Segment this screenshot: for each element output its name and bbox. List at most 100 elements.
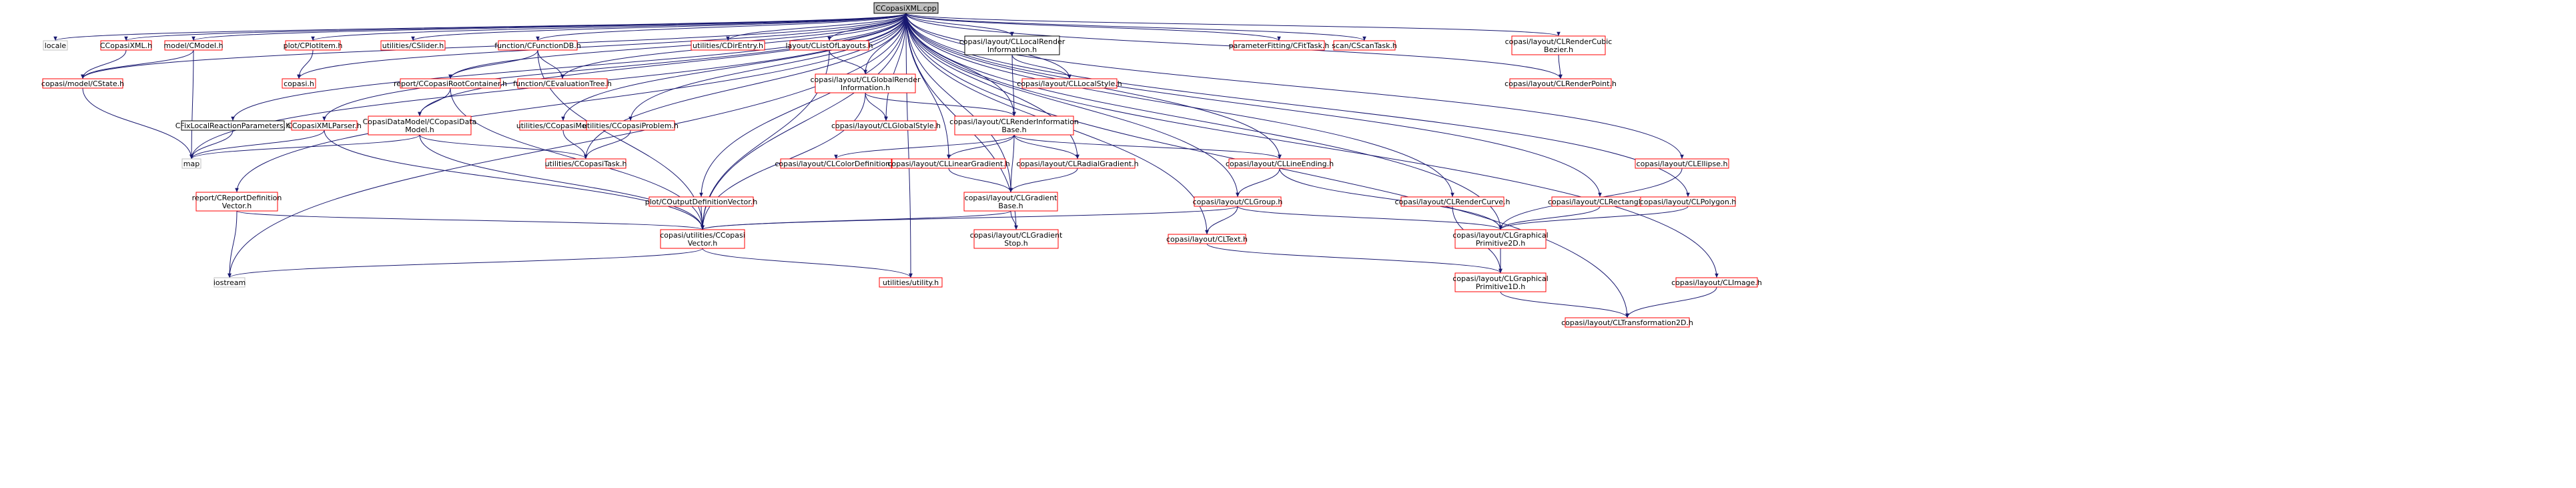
node-util-cslider[interactable]: utilities/CSlider.h (380, 40, 446, 51)
node-ccopasixml-h[interactable]: CCopasiXML.h (100, 40, 152, 51)
edge-cl_lineargradient-to-cl_gradientbase (948, 168, 1013, 193)
node-label: utilities/CCopasiProblem.h (582, 121, 679, 130)
edge-model_cmodel-to-map (189, 49, 194, 160)
edge-root-to-func_cfunctiondb (536, 13, 907, 41)
node-scan-cscantask[interactable]: scan/CScanTask.h (1332, 40, 1397, 51)
node-model-cmodel[interactable]: model/CModel.h (163, 40, 224, 51)
node-cl-polygon[interactable]: copasi/layout/CLPolygon.h (1640, 196, 1737, 207)
node-box (545, 158, 626, 169)
node-label: copasi/model/CState.h (41, 79, 124, 88)
node-cl-globalstyle[interactable]: copasi/layout/CLGlobalStyle.h (831, 120, 941, 131)
node-cl-transformation2d[interactable]: copasi/layout/CLTransformation2D.h (1561, 317, 1693, 328)
node-cl-text[interactable]: copasi/layout/CLText.h (1166, 234, 1248, 244)
edge-cl_radialgradient-to-cl_gradientbase (1009, 168, 1078, 193)
node-cl-renderpoint[interactable]: copasi/layout/CLRenderPoint.h (1505, 78, 1617, 89)
node-copasi-h[interactable]: copasi.h (282, 78, 316, 89)
edge-cl_lineending-to-cl_graphprim2d (1279, 168, 1502, 230)
node-cfixlocal[interactable]: CFixLocalReactionParameters.h (175, 120, 291, 131)
edge-func_cfunctiondb-to-report_ccopasirootcontainer (448, 49, 538, 79)
node-box (213, 277, 246, 288)
node-util-cdirentry[interactable]: utilities/CDirEntry.h (691, 40, 765, 51)
node-func-cevaluationtree[interactable]: function/CEvaluationTree.h (513, 78, 612, 89)
node-box (879, 277, 943, 288)
edge-cl_renderinfobase-to-cl_colordef (834, 134, 1015, 160)
node-layout-clistoflayouts[interactable]: layout/CListOfLayouts.h (785, 40, 873, 51)
node-label: Information.h (987, 45, 1037, 54)
node-box (498, 40, 578, 51)
node-paramfit[interactable]: parameterFitting/CFitTask.h (1229, 40, 1330, 51)
node-cl-colordef[interactable]: copasi/layout/CLColorDefinition.h (775, 158, 897, 169)
node-locale[interactable]: locale (43, 40, 68, 51)
edge-root-to-paramfit (905, 13, 1281, 41)
node-report-ccopasirootcontainer[interactable]: report/CCopasiRootContainer.h (394, 78, 507, 89)
node-box (1511, 35, 1606, 55)
node-func-cfunctiondb[interactable]: function/CFunctionDB.h (494, 40, 581, 51)
node-cl-radialgradient[interactable]: copasi/layout/CLRadialGradient.h (1016, 158, 1139, 169)
node-box (181, 120, 285, 131)
node-box (1194, 196, 1282, 207)
node-label: utilities/CDirEntry.h (693, 41, 763, 50)
node-box (1233, 40, 1325, 51)
node-util-ccopasiproblem[interactable]: utilities/CCopasiProblem.h (582, 120, 679, 131)
node-map[interactable]: map (181, 158, 201, 169)
node-box (780, 158, 892, 169)
node-label: copasi/layout/CLGroup.h (1193, 198, 1283, 206)
node-box (649, 196, 754, 207)
edge-func_cfunctiondb-to-func_cevaluationtree (537, 49, 564, 79)
node-label: copasi/layout/CLGradient (970, 231, 1063, 240)
node-label: copasi/layout/CLPolygon.h (1640, 198, 1737, 206)
node-root[interactable]: CCopasiXML.cpp (873, 2, 939, 14)
node-box (1228, 158, 1331, 169)
node-cl-localstyle[interactable]: copasi/layout/CLLocalStyle.h (1017, 78, 1122, 89)
node-cl-group[interactable]: copasi/layout/CLGroup.h (1193, 196, 1283, 207)
edge-cl_gradientbase-to-cl_gradientstop (1010, 210, 1018, 230)
node-box (586, 120, 675, 131)
node-box (973, 229, 1059, 249)
node-cl-rendercurve[interactable]: copasi/layout/CLRenderCurve.h (1395, 196, 1511, 207)
node-cl-lineending[interactable]: copasi/layout/CLLineEnding.h (1226, 158, 1334, 169)
node-iostream[interactable]: iostream (213, 277, 246, 288)
node-label: map (183, 160, 199, 168)
node-cl-rectangle[interactable]: copasi/layout/CLRectangle.h (1548, 196, 1652, 207)
node-cl-globalrenderinfo[interactable]: copasi/layout/CLGlobalRenderInformation.… (810, 73, 921, 93)
node-plot-cplotitem[interactable]: plot/CPlotItem.h (284, 40, 343, 51)
node-util-utility[interactable]: utilities/utility.h (879, 277, 943, 288)
node-plot-coutputdef[interactable]: plot/COutputDefinitionVector.h (645, 196, 757, 207)
edge-model_cstate-to-map (82, 87, 193, 160)
edge-root-to-copasivector (701, 13, 907, 230)
edge-ccopasixml_h-to-model_cstate (81, 49, 127, 79)
edge-cl_localrenderinfo-to-cl_localstyle (1011, 54, 1071, 79)
node-box (1565, 317, 1690, 328)
node-label: copasi/layout/CLGradient (965, 194, 1057, 202)
node-label: scan/CScanTask.h (1332, 41, 1397, 50)
edge-root-to-iostream (228, 13, 907, 278)
node-model-cstate[interactable]: copasi/model/CState.h (41, 78, 124, 89)
node-box (1400, 196, 1505, 207)
node-cl-ellipse[interactable]: copasi/layout/CLEllipse.h (1635, 158, 1729, 169)
edge-root-to-scan_cscantask (905, 13, 1366, 41)
node-box (181, 158, 201, 169)
node-cl-image[interactable]: copasi/layout/CLImage.h (1671, 277, 1762, 288)
edge-cl_polygon-to-cl_graphprim2d (1498, 206, 1689, 230)
node-cl-lineargradient[interactable]: copasi/layout/CLLinearGradient.h (887, 158, 1010, 169)
edge-ccopasixmlparser-to-map (189, 130, 325, 160)
edge-cl_globalrenderinfo-to-cl_renderinfobase (865, 92, 1016, 117)
edge-root-to-util_ccopasitask (584, 13, 907, 160)
edge-root-to-cl_group (905, 13, 1240, 198)
edge-model_cmodel-to-model_cstate (81, 49, 194, 79)
node-label: iostream (213, 278, 246, 287)
node-util-ccopasitask[interactable]: utilities/CCopasiTask.h (545, 158, 627, 169)
edge-cl_localrenderinfo-to-cl_renderinfobase (1011, 54, 1016, 117)
node-ccopasixmlparser[interactable]: CCopasiXMLParser.h (287, 120, 362, 131)
edge-root-to-report_ccopasirootcontainer (448, 13, 907, 79)
